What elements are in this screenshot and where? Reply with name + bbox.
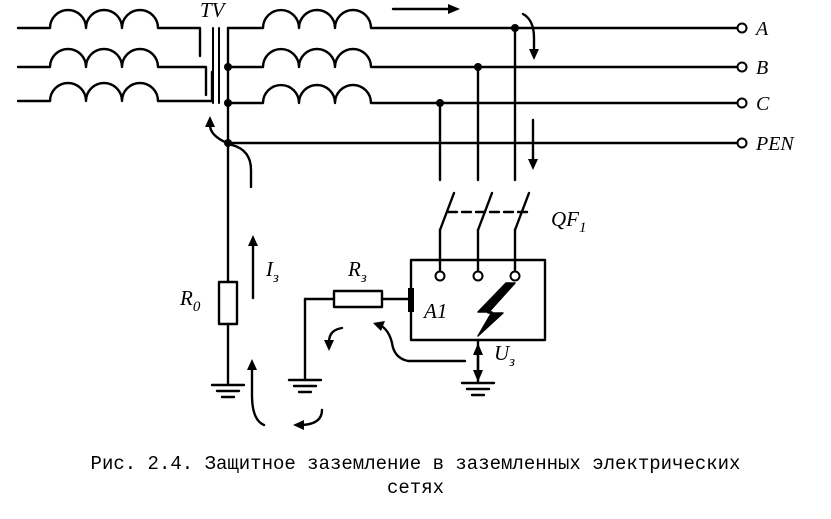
circuit-breaker-qf1 bbox=[438, 191, 532, 272]
label-equipment: A1 bbox=[422, 299, 447, 323]
diagram-labels: TV A B C PEN QF1 R0 Iз Rз A1 Uз bbox=[179, 0, 795, 370]
transformer-core bbox=[212, 27, 220, 104]
label-pen: PEN bbox=[755, 133, 795, 155]
junction-dots bbox=[224, 24, 519, 147]
label-phase-c: C bbox=[756, 93, 770, 115]
line-terminals bbox=[736, 22, 748, 149]
phase-drops bbox=[438, 26, 517, 182]
terminal-pen bbox=[736, 137, 748, 149]
ground-resistor-body bbox=[332, 289, 384, 309]
terminal-a bbox=[736, 22, 748, 34]
label-transformer: TV bbox=[200, 0, 227, 22]
label-breaker: QF1 bbox=[551, 207, 587, 236]
label-phase-b: B bbox=[756, 57, 768, 79]
neutral-resistor bbox=[217, 280, 239, 387]
label-neutral-resistor: R0 bbox=[179, 286, 201, 315]
primary-windings bbox=[16, 8, 214, 103]
figure-caption: Рис. 2.4. Защитное заземление в заземлен… bbox=[0, 452, 831, 500]
fault-lightning-icon bbox=[477, 282, 516, 337]
label-phase-a: A bbox=[754, 18, 769, 40]
secondary-windings bbox=[226, 8, 744, 284]
label-fault-current: Iз bbox=[265, 257, 279, 286]
terminal-c bbox=[736, 97, 748, 109]
label-touch-voltage: Uз bbox=[494, 341, 515, 370]
label-ground-resistor: Rз bbox=[347, 257, 367, 286]
ground-lug bbox=[408, 288, 414, 312]
ground-symbol-left bbox=[210, 383, 246, 399]
terminal-b bbox=[736, 61, 748, 73]
ground-resistor bbox=[303, 289, 410, 382]
caption-line-1: Рис. 2.4. Защитное заземление в заземлен… bbox=[90, 453, 741, 475]
current-flow-arrows bbox=[205, 4, 539, 430]
neutral-resistor-body bbox=[217, 280, 239, 326]
ground-symbol-middle bbox=[287, 378, 323, 394]
caption-line-2: сетях bbox=[386, 477, 444, 499]
